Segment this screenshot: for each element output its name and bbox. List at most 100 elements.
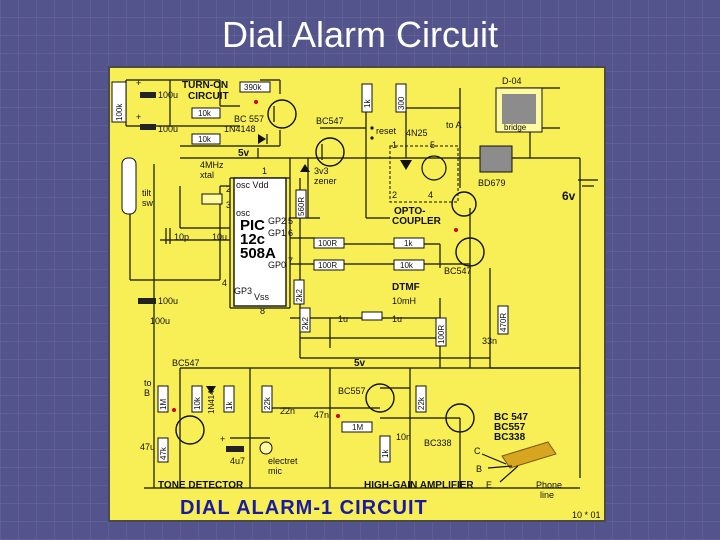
svg-text:10u: 10u — [212, 232, 227, 242]
svg-text:BC547: BC547 — [172, 358, 200, 368]
svg-text:300: 300 — [397, 96, 406, 110]
svg-text:GP0: GP0 — [268, 260, 286, 270]
capacitor-22n: 22n — [280, 406, 295, 416]
svg-text:zener: zener — [314, 176, 337, 186]
svg-text:PIC: PIC — [240, 217, 265, 234]
diode-1n4148-b: 1N4148 — [206, 385, 216, 414]
svg-text:10mH: 10mH — [392, 296, 416, 306]
svg-text:E: E — [486, 480, 492, 490]
svg-text:22n: 22n — [280, 406, 295, 416]
capacitor-1u-b: 1u — [392, 314, 402, 324]
svg-text:Phone: Phone — [536, 480, 562, 490]
svg-text:4: 4 — [222, 278, 227, 288]
resistor-470r: 470R — [497, 305, 509, 335]
svg-text:47n: 47n — [314, 410, 329, 420]
schematic: 100k + 100u TURN-ON CIRCUIT 390k 10k 10k… — [111, 76, 601, 520]
rail-5v-a: 5v — [238, 148, 250, 159]
resistor-1k-b: 1k — [393, 237, 425, 249]
svg-text:7: 7 — [288, 256, 293, 266]
svg-text:4N25: 4N25 — [406, 128, 428, 138]
svg-text:10k: 10k — [193, 396, 202, 410]
resistor-100r-b: 100R — [313, 259, 345, 271]
svg-text:10k: 10k — [400, 261, 414, 270]
svg-text:xtal: xtal — [200, 170, 214, 180]
svg-text:C: C — [474, 446, 481, 456]
wires — [125, 79, 581, 489]
footer-date: 10 * 01 — [572, 510, 601, 520]
capacitor-47n: 47n — [314, 410, 329, 420]
svg-text:10k: 10k — [198, 109, 212, 118]
svg-text:5v: 5v — [354, 358, 366, 369]
svg-text:D-04: D-04 — [502, 76, 522, 86]
svg-text:560R: 560R — [297, 197, 306, 216]
diode-1n4148-a: 1N4148 — [224, 124, 268, 144]
svg-text:5v: 5v — [238, 148, 250, 159]
resistor-10k-b: 10k — [191, 133, 221, 145]
svg-text:10k: 10k — [198, 135, 212, 144]
resistor-100k: 100k — [111, 81, 127, 123]
capacitor-100u-2: + 100u — [136, 112, 178, 134]
svg-text:2k2: 2k2 — [301, 317, 310, 330]
svg-text:+: + — [220, 434, 225, 444]
crystal: 4MHz xtal — [200, 160, 224, 205]
transistor-bc557-b: BC557 — [338, 383, 395, 413]
svg-text:3v3: 3v3 — [314, 166, 329, 176]
svg-text:B: B — [144, 388, 150, 398]
svg-text:22k: 22k — [417, 396, 426, 410]
svg-text:2: 2 — [226, 184, 231, 194]
capacitor-1u-a: 1u — [338, 311, 383, 324]
optocoupler: 1 5 2 4 OPTO- COUPLER — [389, 140, 459, 227]
svg-text:BC547: BC547 — [444, 266, 472, 276]
svg-text:+: + — [136, 112, 141, 122]
rail-5v-b: 5v — [354, 358, 366, 369]
svg-text:1N4148: 1N4148 — [207, 385, 216, 414]
svg-text:BC 547: BC 547 — [494, 412, 528, 423]
capacitor-100u-4: 100u — [150, 316, 170, 326]
resistor-10k-c: 10k — [393, 259, 425, 271]
svg-text:1M: 1M — [159, 399, 168, 410]
svg-text:1k: 1k — [225, 401, 234, 410]
svg-text:BC338: BC338 — [424, 438, 452, 448]
svg-text:1: 1 — [392, 140, 397, 150]
resistor-22k-b: 22k — [415, 385, 427, 413]
svg-text:BC557: BC557 — [338, 386, 366, 396]
svg-text:100R: 100R — [318, 239, 337, 248]
svg-text:TURN-ON: TURN-ON — [182, 80, 228, 91]
svg-text:1u: 1u — [392, 314, 402, 324]
resistor-300: 300 — [395, 83, 407, 113]
turn-on-circuit-label: TURN-ON CIRCUIT — [182, 80, 229, 102]
electret-mic: electret mic — [259, 441, 298, 476]
svg-text:8: 8 — [260, 306, 265, 316]
resistor-1k-a: 1k — [361, 83, 373, 113]
reset-switch: reset — [370, 126, 397, 140]
transistor-bc338: BC338 — [424, 403, 475, 448]
svg-text:100u: 100u — [150, 316, 170, 326]
svg-text:470R: 470R — [499, 313, 508, 332]
svg-text:reset: reset — [376, 126, 397, 136]
svg-text:100k: 100k — [115, 103, 124, 121]
svg-text:100R: 100R — [437, 325, 446, 344]
resistor-1m-a: 1M — [157, 385, 169, 413]
resistor-2k2-a: 2k2 — [293, 279, 305, 305]
svg-text:tilt: tilt — [142, 188, 151, 198]
label-to-a: to A — [446, 120, 462, 130]
svg-text:BC338: BC338 — [494, 432, 526, 443]
transistor-bc557-a: BC 557 — [234, 99, 297, 129]
svg-text:osc: osc — [236, 208, 251, 218]
svg-text:bridge: bridge — [504, 123, 527, 132]
svg-text:Vss: Vss — [254, 292, 270, 302]
resistor-1k-c: 1k — [223, 385, 235, 413]
transistor-pinout-legend: BC 547 BC557 BC338 1 C B E — [474, 412, 557, 490]
svg-text:line: line — [540, 490, 554, 500]
svg-text:6v: 6v — [562, 189, 576, 203]
label-bc547-c: BC547 — [172, 358, 200, 368]
svg-text:to: to — [144, 378, 152, 388]
transistor-bc547-a: BC547 — [315, 116, 345, 167]
svg-text:1k: 1k — [363, 99, 372, 108]
svg-text:BD679: BD679 — [478, 178, 506, 188]
svg-text:4MHz: 4MHz — [200, 160, 224, 170]
svg-text:47k: 47k — [159, 446, 168, 460]
svg-text:390k: 390k — [244, 83, 262, 92]
capacitor-4u7: + 4u7 — [220, 434, 245, 466]
svg-text:DTMF: DTMF — [392, 282, 420, 293]
